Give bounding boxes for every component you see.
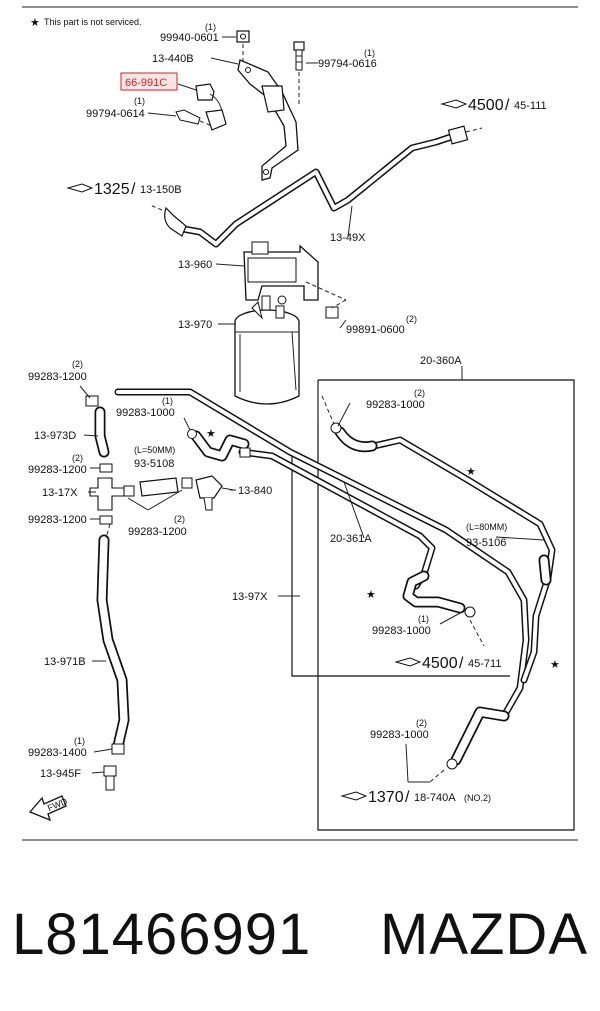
part-label-93-5106: 93-5106: [466, 537, 506, 549]
canister-13-970: [234, 241, 347, 405]
part-label-99283-1200: 99283-1200: [28, 464, 87, 476]
part-label-13-971B: 13-971B: [44, 656, 86, 668]
pipe-13-49X: [149, 125, 483, 248]
leader-lines: [79, 36, 545, 783]
legend-star: ★: [30, 17, 40, 29]
svg-text:4500: 4500: [468, 97, 504, 114]
part-label-99940-0601: 99940-0601: [160, 32, 219, 44]
part-label-99283-1200: 99283-1200: [28, 371, 87, 383]
part-label-99283-1200: 99283-1200: [28, 514, 87, 526]
qty-label: (2): [416, 718, 427, 728]
part-label-13-970: 13-970: [178, 319, 212, 331]
ref-1370-18-740A[interactable]: 1370 / 18-740A (NO.2): [340, 789, 491, 806]
qty-label: (2): [72, 453, 83, 463]
ref-4500-45-711[interactable]: 4500 / 45-711: [394, 655, 501, 672]
part-label-13-840: 13-840: [238, 485, 272, 497]
box-13-97X: [291, 452, 510, 677]
qty-label: (2): [406, 314, 417, 324]
part-label-13-440B: 13-440B: [152, 53, 194, 65]
part-label-20-360A: 20-360A: [420, 355, 462, 367]
qty-label: (2): [72, 359, 83, 369]
svg-text:/: /: [405, 789, 410, 806]
svg-text:4500: 4500: [422, 655, 458, 672]
svg-text:/: /: [459, 655, 464, 672]
pipe-20-360A: [321, 395, 556, 783]
elbow-hose: [187, 429, 251, 462]
svg-text:/: /: [505, 97, 510, 114]
part-footer: L81466991 MAZDA: [0, 890, 600, 980]
star-marker: ★: [466, 466, 476, 478]
length-label: (L=80MM): [466, 522, 507, 532]
svg-text:(NO.2): (NO.2): [464, 793, 491, 803]
svg-text:45-111: 45-111: [514, 100, 547, 112]
svg-text:/: /: [131, 181, 136, 198]
long-pipe: [114, 388, 530, 720]
part-label-99283-1200: 99283-1200: [128, 526, 187, 538]
svg-text:45-711: 45-711: [468, 658, 501, 670]
part-label-99794-0616: 99794-0616: [318, 58, 377, 70]
part-label-99283-1000: 99283-1000: [116, 407, 175, 419]
hose-13-97X: [402, 570, 485, 647]
ref-1325-13-150B[interactable]: 1325 / 13-150B: [66, 181, 182, 198]
svg-text:13-150B: 13-150B: [140, 184, 182, 196]
star-marker: ★: [366, 589, 376, 601]
part-number: L81466991: [12, 902, 312, 967]
highlighted-part-label: 66-991C: [125, 77, 167, 89]
qty-label: (1): [162, 396, 173, 406]
qty-label: (1): [134, 96, 145, 106]
svg-text:1370: 1370: [368, 789, 404, 806]
ref-4500-45-111[interactable]: 4500 / 45-111: [440, 97, 547, 114]
box-20-360A: [317, 379, 575, 831]
bracket-assembly: [175, 30, 305, 181]
part-label-99283-1000: 99283-1000: [372, 625, 431, 637]
part-label-99283-1000: 99283-1000: [366, 399, 425, 411]
exploded-parts-diagram: ★ This part is not serviced.: [22, 6, 578, 841]
part-label-13-97X: 13-97X: [232, 591, 268, 603]
qty-label: (1): [364, 48, 375, 58]
part-label-93-5108: 93-5108: [134, 458, 174, 470]
left-hose-chain: [85, 395, 130, 791]
highlight-box: [120, 72, 178, 91]
qty-label: (2): [174, 514, 185, 524]
svg-text:18-740A: 18-740A: [414, 792, 456, 804]
short-hose-and-valve: [123, 475, 235, 511]
part-label-99794-0614: 99794-0614: [86, 108, 145, 120]
part-label-99283-1000: 99283-1000: [370, 729, 429, 741]
part-label-13-945F: 13-945F: [40, 768, 81, 780]
star-marker: ★: [206, 428, 216, 440]
part-label-13-960: 13-960: [178, 259, 212, 271]
part-label-20-361A: 20-361A: [330, 533, 372, 545]
brand-name: MAZDA: [380, 902, 588, 967]
fwd-label: FWD: [46, 796, 69, 813]
qty-label: (1): [418, 614, 429, 624]
part-label-99891-0600: 99891-0600: [346, 324, 405, 336]
part-label-99283-1400: 99283-1400: [28, 747, 87, 759]
qty-label: (2): [414, 388, 425, 398]
fwd-arrow: FWD: [28, 795, 69, 822]
legend-note: This part is not serviced.: [44, 17, 142, 27]
part-label-13-973D: 13-973D: [34, 430, 76, 442]
svg-text:1325: 1325: [94, 181, 130, 198]
length-label: (L=50MM): [134, 445, 175, 455]
qty-label: (1): [205, 22, 216, 32]
part-label-13-17X: 13-17X: [42, 487, 78, 499]
star-marker: ★: [550, 659, 560, 671]
qty-label: (1): [74, 736, 85, 746]
part-label-13-49X: 13-49X: [330, 232, 366, 244]
